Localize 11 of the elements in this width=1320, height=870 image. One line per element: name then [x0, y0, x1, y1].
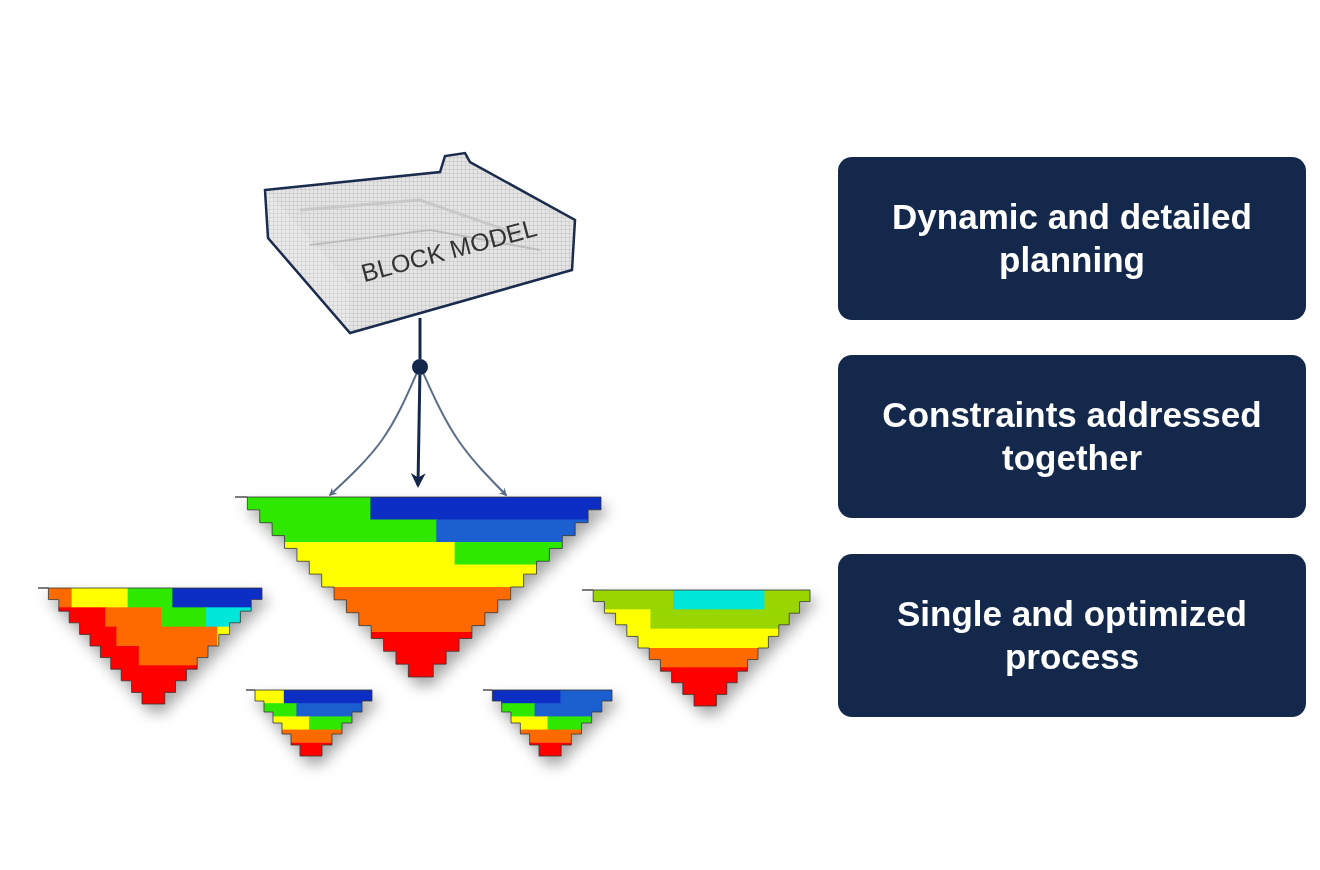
feature-text: Dynamic and detailed planning — [891, 195, 1253, 281]
arrow — [328, 373, 418, 497]
arrow — [410, 374, 426, 488]
feature-text: Single and optimized process — [896, 592, 1248, 678]
block-model-label: BLOCK MODEL — [358, 213, 540, 288]
feature-text: Constraints addressed together — [881, 393, 1263, 479]
feature-box — [838, 157, 1306, 320]
feature-box — [838, 554, 1306, 717]
feature-box — [838, 355, 1306, 518]
arrow — [422, 373, 508, 497]
junction-dot — [412, 359, 428, 375]
